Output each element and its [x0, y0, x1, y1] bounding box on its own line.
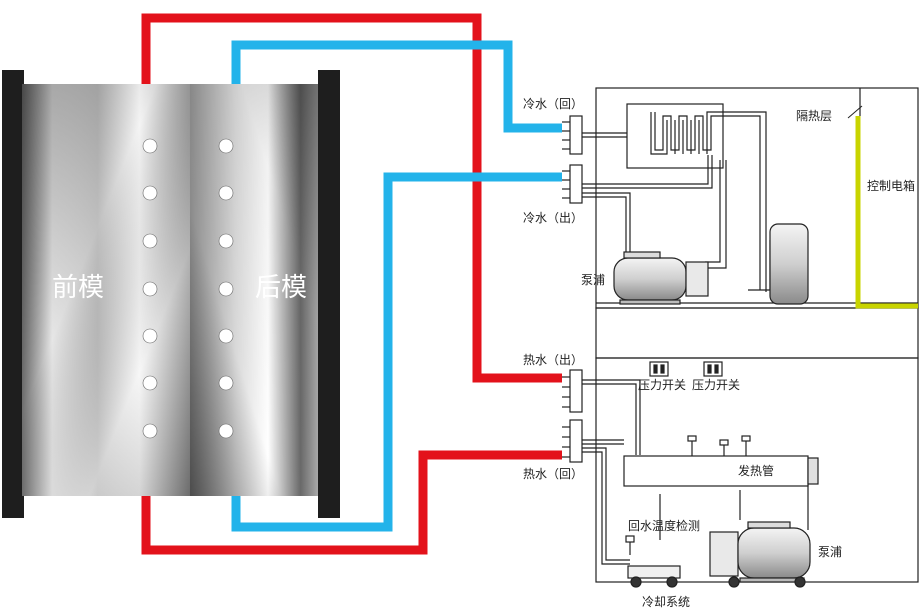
insulation-layer-label: 隔热层	[796, 109, 832, 123]
hot-pipes	[141, 13, 562, 555]
cold-out-port-label: 冷水（出）	[523, 211, 583, 225]
cooling-hole	[142, 185, 158, 201]
rear-mold-label: 后模	[255, 273, 307, 303]
port-manifolds	[562, 115, 583, 463]
upper-pump-label: 泵浦	[581, 273, 605, 287]
cold-return-manifold	[562, 115, 583, 155]
rear-mold-cooling-holes	[218, 138, 234, 439]
lower-pump	[709, 521, 811, 583]
hot-return-manifold	[562, 419, 583, 463]
insulation-layer	[847, 88, 918, 309]
return-temp-sensor-label: 回水温度检测	[628, 518, 700, 533]
upper-unit-plumbing	[582, 103, 771, 292]
rear-mold-shading	[190, 84, 320, 496]
cooling-system-unit	[627, 565, 806, 588]
cooling-hole	[218, 423, 234, 439]
pressure-switch-1-label: 压力开关	[638, 378, 686, 392]
front-mold-shading	[22, 84, 190, 496]
pressure-switch-2-label: 压力开关	[692, 378, 740, 392]
cold-pipes	[231, 40, 562, 532]
heater-tube	[623, 435, 819, 487]
heat-exchanger-coil	[654, 112, 761, 290]
heater-label: 发热管	[738, 463, 774, 478]
middle-rail	[595, 307, 919, 359]
cooling-hole	[218, 281, 234, 297]
lower-unit-plumbing	[582, 379, 809, 565]
hot-out-manifold	[562, 369, 583, 413]
cooling-hole	[218, 375, 234, 391]
return-temp-sensor	[625, 535, 635, 555]
hot-pipe-bottom	[141, 450, 562, 555]
cooling-hole	[142, 375, 158, 391]
cold-return-port-label: 冷水（回）	[523, 97, 583, 111]
cooling-hole	[218, 185, 234, 201]
hot-out-port-label: 热水（出）	[523, 353, 583, 367]
cooling-hole	[218, 138, 234, 154]
hot-pipe-top	[141, 13, 562, 383]
cold-pipe-bottom	[231, 172, 562, 532]
cooling-hole	[142, 281, 158, 297]
cooling-hole	[142, 138, 158, 154]
hot-return-port-label: 热水（回）	[523, 467, 583, 481]
pressure-switch	[703, 361, 723, 377]
cooling-hole	[142, 423, 158, 439]
front-mold-clamp-plate	[2, 70, 24, 518]
cold-out-manifold	[562, 164, 583, 204]
mold: 前模 后模	[2, 70, 340, 518]
upper-pump	[613, 251, 709, 305]
rear-mold-clamp-plate	[318, 70, 340, 518]
front-mold-label: 前模	[52, 273, 104, 303]
cold-pipe-top	[231, 40, 562, 133]
heat-exchanger	[626, 103, 724, 169]
tank	[769, 223, 809, 305]
cooling-hole	[142, 328, 158, 344]
lower-pump-label: 泵浦	[818, 545, 842, 559]
front-mold-cooling-holes	[142, 138, 158, 439]
pressure-switch	[649, 361, 669, 377]
cooling-system-label: 冷却系统	[642, 595, 690, 609]
machine-cabinet	[595, 87, 919, 583]
cooling-hole	[218, 233, 234, 249]
cooling-hole	[218, 328, 234, 344]
cooling-hole	[142, 233, 158, 249]
control-box-label: 控制电箱	[867, 178, 915, 193]
pressure-switches	[649, 361, 723, 377]
